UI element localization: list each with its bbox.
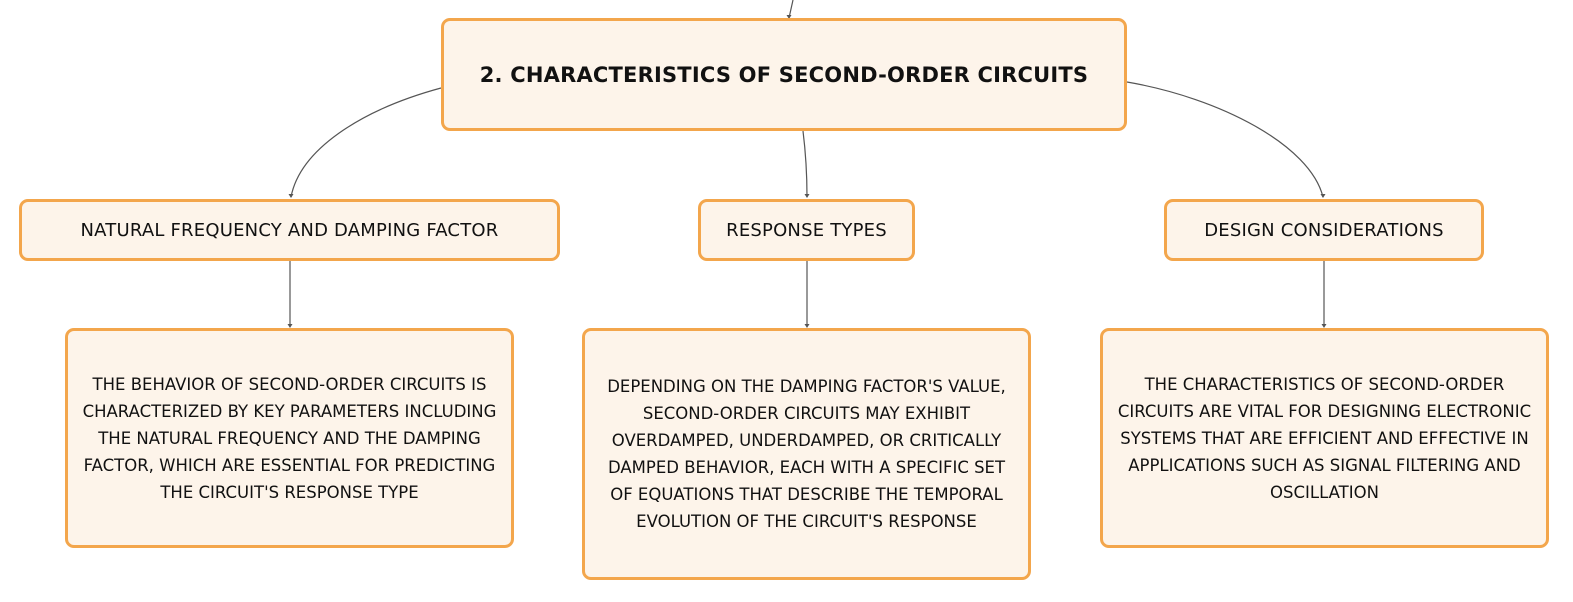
- connector-root-to-design-considerations: [1126, 81, 1324, 198]
- detail-node-text: THE BEHAVIOR OF SECOND-ORDER CIRCUITS IS…: [82, 374, 497, 502]
- root-node-label: 2. CHARACTERISTICS OF SECOND-ORDER CIRCU…: [479, 62, 1089, 87]
- arrowhead-natural-frequency: [288, 194, 294, 198]
- connector-root-to-natural-frequency: [290, 87, 442, 198]
- branch-node-design-considerations[interactable]: DESIGN CONSIDERATIONS: [1164, 199, 1484, 261]
- detail-node-design-considerations[interactable]: THE CHARACTERISTICS OF SECOND-ORDER CIRC…: [1100, 328, 1549, 548]
- root-node[interactable]: 2. CHARACTERISTICS OF SECOND-ORDER CIRCU…: [441, 18, 1127, 131]
- branch-node-label: RESPONSE TYPES: [726, 219, 887, 241]
- detail-node-text: DEPENDING ON THE DAMPING FACTOR'S VALUE,…: [607, 377, 1006, 531]
- detail-node-text: THE CHARACTERISTICS OF SECOND-ORDER CIRC…: [1117, 374, 1532, 502]
- branch-node-response-types[interactable]: RESPONSE TYPES: [698, 199, 915, 261]
- arrowhead-response-types: [804, 194, 810, 198]
- arrowhead-natural-frequency-detail: [287, 324, 293, 328]
- arrowhead-response-types-detail: [804, 324, 810, 328]
- detail-node-response-types[interactable]: DEPENDING ON THE DAMPING FACTOR'S VALUE,…: [582, 328, 1031, 580]
- branch-node-natural-frequency[interactable]: NATURAL FREQUENCY AND DAMPING FACTOR: [19, 199, 560, 261]
- detail-node-natural-frequency[interactable]: THE BEHAVIOR OF SECOND-ORDER CIRCUITS IS…: [65, 328, 514, 548]
- connector-root-to-response-types: [802, 130, 808, 198]
- arrowhead-root: [786, 15, 792, 19]
- branch-node-label: DESIGN CONSIDERATIONS: [1204, 219, 1444, 241]
- arrowhead-design-considerations-detail: [1321, 324, 1327, 328]
- arrowhead-design-considerations: [1320, 194, 1326, 198]
- branch-node-label: NATURAL FREQUENCY AND DAMPING FACTOR: [80, 219, 499, 241]
